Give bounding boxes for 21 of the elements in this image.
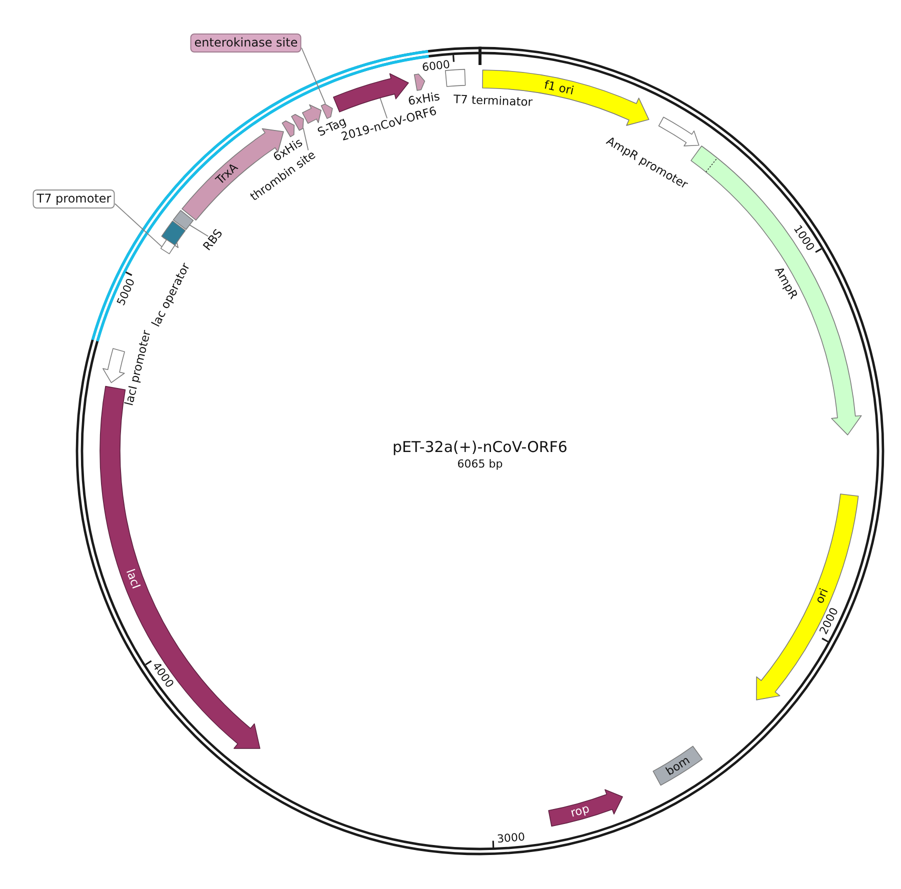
leader-line bbox=[189, 224, 209, 237]
feature-label: lacI promoter bbox=[122, 329, 154, 408]
leader-line bbox=[302, 128, 309, 151]
callout-label: enterokinase site bbox=[190, 34, 302, 52]
feature-label: lacI bbox=[123, 568, 143, 591]
tick-label: 5000 bbox=[114, 276, 138, 308]
feature-label: f1 ori bbox=[543, 78, 576, 98]
feature-label: T7 terminator bbox=[453, 93, 533, 110]
plasmid-name: pET-32a(+)-nCoV-ORF6 bbox=[392, 438, 568, 456]
leader-line bbox=[301, 47, 326, 104]
leader-line bbox=[380, 97, 388, 119]
tick-label: 3000 bbox=[496, 830, 526, 846]
feature-label: rop bbox=[569, 802, 591, 820]
feature-label: ori bbox=[813, 587, 832, 606]
tick-label: 6000 bbox=[421, 57, 451, 74]
feature-label: TrxA bbox=[213, 161, 240, 188]
feature-label: bom bbox=[663, 754, 692, 778]
callout-label: T7 promoter bbox=[32, 190, 116, 208]
plasmid-size: 6065 bp bbox=[457, 458, 503, 470]
leader-line bbox=[114, 203, 162, 248]
tick-label: 2000 bbox=[816, 606, 841, 637]
